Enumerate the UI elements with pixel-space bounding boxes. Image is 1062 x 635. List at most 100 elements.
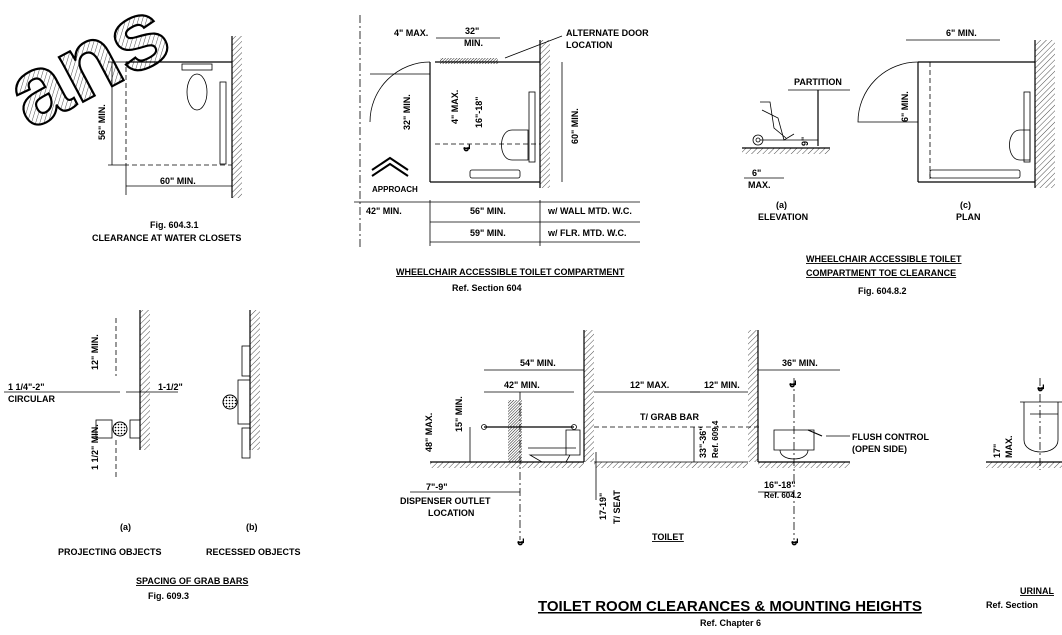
- plan-door-swing: [857, 61, 919, 123]
- dim-6-max-2: MAX.: [748, 180, 771, 190]
- compartment-wall-hatch: [540, 40, 550, 188]
- dim-16-18: 16"-18": [764, 480, 796, 490]
- water-closet-tank: [181, 63, 213, 71]
- grab-bar-section-a: [112, 421, 128, 437]
- dim-1-5-min: 1 1/2" MIN.: [90, 424, 100, 470]
- compartment-title: WHEELCHAIR ACCESSIBLE TOILET COMPARTMENT: [396, 267, 625, 277]
- dim-42-min: 42" MIN.: [366, 206, 402, 216]
- urinal: ℄ 17" MAX. URINAL Ref. Section: [986, 378, 1062, 610]
- cl-toilet: ℄: [516, 538, 526, 546]
- plan-wall-hatch: [1035, 40, 1055, 188]
- dim-56-min: 56" MIN.: [97, 104, 107, 140]
- dim-60-min: 60" MIN.: [160, 176, 196, 186]
- watermark-text: ans: [0, 0, 186, 149]
- wall-hatch-a: [140, 310, 150, 450]
- dim-48-max: 48" MAX.: [424, 413, 434, 452]
- dim-6-min-top: 6" MIN.: [946, 28, 977, 38]
- grab-bar-side: [528, 91, 536, 163]
- dim-16-18: 16"-18": [474, 96, 484, 128]
- dim-circular-2: CIRCULAR: [8, 394, 55, 404]
- dim-12-min: 12" MIN.: [90, 334, 100, 370]
- grab-bar-spacing: 12" MIN. 1 1/4"-2" CIRCULAR 1-1/2" 1 1/2…: [4, 310, 301, 601]
- toilet-title: TOILET: [652, 532, 684, 542]
- ref-604-2: Ref. 604.2: [764, 491, 802, 500]
- toe-title-1: WHEELCHAIR ACCESSIBLE TOILET: [806, 254, 962, 264]
- label-a: (a): [776, 200, 787, 210]
- flush-label-1: FLUSH CONTROL: [852, 432, 929, 442]
- dim-max: MAX.: [1004, 436, 1014, 459]
- dim-54-min: 54" MIN.: [520, 358, 556, 368]
- seat-label: T/ SEAT: [612, 490, 622, 524]
- clearance-area: [125, 61, 233, 166]
- grab-title: SPACING OF GRAB BARS: [136, 576, 248, 586]
- cl-bottom: ℄: [790, 538, 800, 546]
- dim-59-min: 59" MIN.: [470, 228, 506, 238]
- alt-door-label-1: ALTERNATE DOOR: [566, 28, 649, 38]
- approach-arrow: [371, 162, 409, 177]
- dim-6-max-1: 6": [752, 168, 761, 178]
- wheelchair-footrest: [760, 101, 795, 141]
- projecting-label: PROJECTING OBJECTS: [58, 547, 162, 557]
- toilet-side: [528, 429, 581, 463]
- toilet-front: [773, 429, 815, 463]
- main-ref: Ref. Chapter 6: [700, 618, 761, 628]
- alt-door-hatch: [440, 58, 498, 64]
- door-swing: [369, 61, 431, 123]
- dim-1-5: 1-1/2": [158, 382, 183, 392]
- compartment-ref: Ref. Section 604: [452, 283, 522, 293]
- dispenser-label-2: LOCATION: [428, 508, 474, 518]
- urinal-title: URINAL: [1020, 586, 1054, 596]
- grab-fig: Fig. 609.3: [148, 591, 189, 601]
- flush-label-2: (OPEN SIDE): [852, 444, 907, 454]
- wall-hatch-b: [250, 310, 260, 450]
- cl-mark: ℄: [462, 144, 472, 152]
- toilet-compartment: 4" MAX. 32" MIN. ALTERNATE DOOR LOCATION…: [354, 15, 649, 293]
- floor-hatch: [742, 148, 830, 154]
- fig-number: Fig. 604.3.1: [150, 220, 199, 230]
- plan-label: PLAN: [956, 212, 981, 222]
- floor-plate: [469, 169, 521, 179]
- dim-circular-1: 1 1/4"-2": [8, 382, 45, 392]
- dispenser-label-1: DISPENSER OUTLET: [400, 496, 491, 506]
- recessed-label: RECESSED OBJECTS: [206, 547, 301, 557]
- alt-door-label-2: LOCATION: [566, 40, 612, 50]
- dim-7-9: 7"-9": [426, 482, 448, 492]
- approach-label: APPROACH: [372, 185, 418, 194]
- fig-604-3-1: 56" MIN. 60" MIN. Fig. 604.3.1 CLEARANCE…: [92, 36, 242, 243]
- dim-4max-side: 4" MAX.: [450, 90, 460, 124]
- dim-12-max: 12" MAX.: [630, 380, 669, 390]
- label-a: (a): [120, 522, 131, 532]
- water-closet-bowl: [186, 73, 208, 111]
- dim-33-36: 33"-36": [698, 426, 708, 458]
- toe-clearance: PARTITION 9" 6" MAX. (a) ELEVATION 6" MI…: [742, 28, 1055, 296]
- grab-bar-label: T/ GRAB BAR: [640, 412, 699, 422]
- flr-mtd-label: w/ FLR. MTD. W.C.: [547, 228, 627, 238]
- dim-56-min: 56" MIN.: [470, 206, 506, 216]
- dim-32-top: 32": [465, 26, 479, 36]
- side-wall-hatch: [748, 330, 758, 462]
- toilet-plan: [501, 129, 529, 161]
- dim-32-side: 32" MIN.: [402, 94, 412, 130]
- urinal-ref: Ref. Section: [986, 600, 1038, 610]
- ref-609-4: Ref. 609.4: [711, 420, 720, 458]
- dim-36-min: 36" MIN.: [782, 358, 818, 368]
- dim-6-min-side: 6" MIN.: [900, 91, 910, 122]
- urinal-shape: [1020, 401, 1062, 453]
- cl-front: ℄: [788, 380, 798, 388]
- toilet-elevation: 54" MIN. 42" MIN. 48" MAX. 15" MIN. 7"-9…: [400, 330, 929, 546]
- cl-urinal: ℄: [1036, 384, 1046, 392]
- dim-32-top-min: MIN.: [464, 38, 483, 48]
- label-c: (c): [960, 200, 971, 210]
- dim-12-min: 12" MIN.: [704, 380, 740, 390]
- grab-bar-section-b: [222, 394, 238, 410]
- dispenser-zone: [508, 400, 522, 462]
- dim-4max-top: 4" MAX.: [394, 28, 428, 38]
- toe-fig: Fig. 604.8.2: [858, 286, 907, 296]
- dim-17: 17": [992, 444, 1002, 458]
- watermark: ans: [0, 0, 187, 150]
- back-wall-hatch: [584, 330, 594, 462]
- toe-title-2: COMPARTMENT TOE CLEARANCE: [806, 268, 956, 278]
- dim-60-min: 60" MIN.: [570, 108, 580, 144]
- wall-hatch: [232, 36, 242, 198]
